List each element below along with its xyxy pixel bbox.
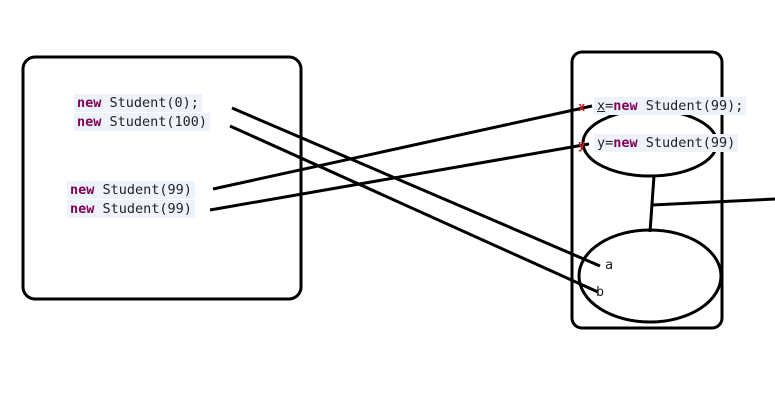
- assign-op: =: [605, 98, 614, 114]
- keyword-new: new: [77, 114, 102, 130]
- keyword-new: new: [613, 135, 638, 151]
- code-text: Student(0);: [101, 95, 199, 111]
- code-text: Student(99): [94, 182, 192, 198]
- right-code-line-y: y=new Student(99): [594, 134, 739, 152]
- arrow-line-to-y: [209, 142, 590, 212]
- left-code-line-2: new Student(100): [74, 113, 211, 131]
- code-text: Student(99): [637, 135, 736, 151]
- var-x: x: [597, 98, 606, 114]
- code-text: Student(99);: [637, 98, 744, 114]
- arrow-line-to-a: [231, 106, 601, 268]
- left-code-line-3: new Student(99): [67, 181, 195, 199]
- label-b: b: [596, 284, 605, 300]
- code-text: Student(100): [101, 114, 208, 130]
- right-code-line-x: x=new Student(99);: [594, 97, 747, 115]
- keyword-new: new: [613, 98, 638, 114]
- var-y: y: [597, 135, 606, 151]
- right-box: [570, 50, 724, 330]
- arrow-line-to-x: [212, 104, 593, 191]
- bottom-ellipse: [577, 228, 723, 324]
- assign-op: =: [605, 135, 614, 151]
- marker-y: y: [578, 138, 586, 152]
- label-a: a: [605, 257, 614, 273]
- left-code-line-1: new Student(0);: [74, 94, 202, 112]
- keyword-new: new: [70, 182, 95, 198]
- code-text: Student(99): [94, 201, 192, 217]
- keyword-new: new: [77, 95, 102, 111]
- marker-x: x: [578, 100, 586, 114]
- outgoing-line: [651, 197, 775, 207]
- left-box: [21, 55, 303, 301]
- arrow-line-to-b: [229, 124, 599, 294]
- keyword-new: new: [70, 201, 95, 217]
- left-code-line-4: new Student(99): [67, 200, 195, 218]
